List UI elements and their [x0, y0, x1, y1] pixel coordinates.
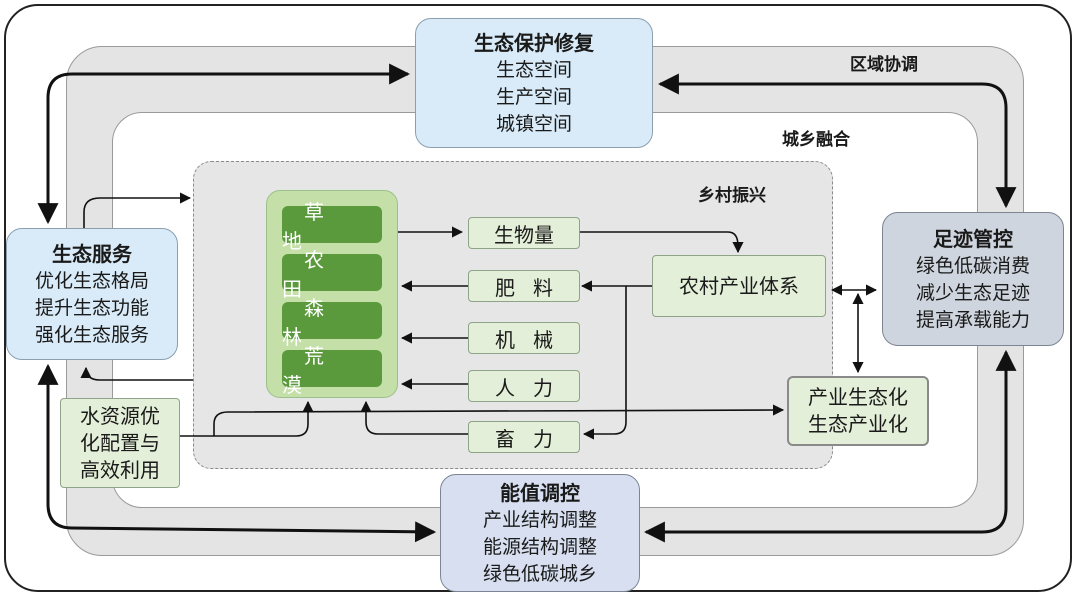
regional-coordination-label: 区域协调 — [850, 55, 918, 75]
rural-industry-system-box: 农村产业体系 — [652, 255, 826, 317]
eco-protection-box: 生态保护修复 生态空间 生产空间 城镇空间 — [415, 18, 653, 148]
arrow-water-to-land — [180, 400, 314, 437]
eco-service-title: 生态服务 — [52, 241, 132, 266]
eco-protection-line: 生产空间 — [495, 85, 572, 108]
arrow-eco-service-to-emergy — [37, 363, 437, 543]
land-item-forest: 森林 — [282, 296, 382, 349]
eco-service-line: 强化生态服务 — [34, 323, 149, 346]
rural-industry-label: 农村产业体系 — [679, 273, 799, 298]
footprint-line: 减少生态足迹 — [915, 281, 1030, 304]
eco-protection-title: 生态保护修复 — [474, 30, 594, 55]
animal-power-box: 畜力 — [468, 421, 580, 453]
land-item-farmland: 农田 — [282, 248, 382, 301]
eco-service-line: 优化生态格局 — [34, 269, 149, 292]
emergy-title: 能值调控 — [500, 480, 580, 505]
emergy-line: 绿色低碳城乡 — [482, 562, 597, 585]
eco-service-box: 生态服务 优化生态格局 提升生态功能 强化生态服务 — [6, 228, 178, 360]
emergy-line: 能源结构调整 — [482, 535, 597, 558]
emergy-control-box: 能值调控 产业结构调整 能源结构调整 绿色低碳城乡 — [440, 474, 640, 592]
arrow-biomass-to-industry — [580, 231, 744, 254]
footprint-control-box: 足迹管控 绿色低碳消费 减少生态足迹 提高承载能力 — [882, 212, 1064, 346]
arrow-eco-service-to-rural — [83, 192, 192, 228]
labor-box: 人力 — [468, 370, 580, 402]
biomass-box: 生物量 — [468, 217, 580, 249]
eco-protection-line: 生态空间 — [495, 58, 572, 81]
fertilizer-box: 肥料 — [468, 270, 580, 302]
arrow-water-to-eco-industry — [213, 404, 785, 436]
arrow-emergy-to-footprint — [643, 349, 1017, 543]
eco-service-line: 提升生态功能 — [34, 296, 149, 319]
eco-protection-line: 城镇空间 — [495, 112, 572, 135]
footprint-title: 足迹管控 — [933, 226, 1013, 251]
arrow-animal-to-land — [360, 400, 468, 435]
footprint-line: 提高承载能力 — [915, 308, 1030, 331]
arrow-protection-to-footprint — [657, 73, 1017, 209]
machinery-box: 机械 — [468, 322, 580, 354]
arrow-industry-to-animal — [582, 286, 627, 440]
emergy-line: 产业结构调整 — [482, 508, 597, 531]
arrow-eco-service-to-protection — [37, 63, 411, 225]
footprint-line: 绿色低碳消费 — [915, 254, 1030, 277]
arrow-rural-to-eco-service — [80, 366, 193, 381]
